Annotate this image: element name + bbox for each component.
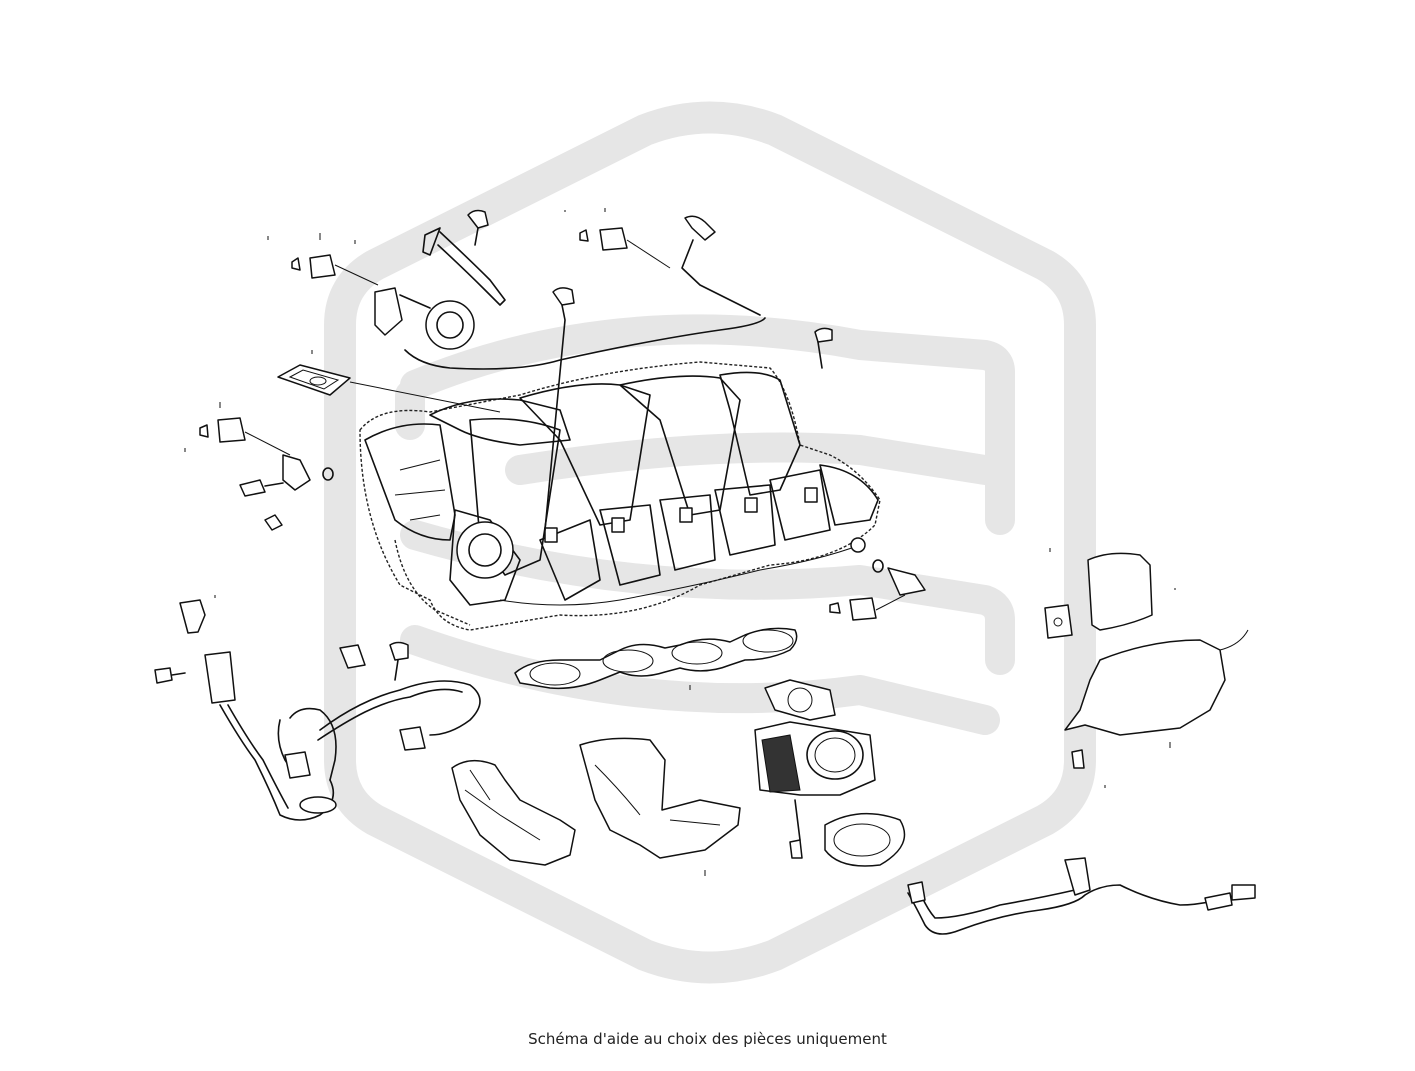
hexagon-logo-watermark	[324, 101, 1096, 984]
callout-ticks	[184, 208, 1176, 876]
manifold-gasket	[514, 627, 798, 690]
connector-top-left	[291, 254, 379, 286]
heat-shield-left	[451, 759, 576, 866]
heat-shield-right	[1064, 629, 1249, 769]
throttle-body	[754, 679, 906, 867]
sensor-right	[829, 559, 926, 621]
bolt-top-center	[467, 209, 833, 531]
cover-plate-right	[1044, 552, 1153, 639]
heat-shield-center	[579, 737, 741, 859]
wiring-harness-left	[154, 599, 481, 821]
coolant-hose	[907, 857, 1256, 935]
disclaimer-caption: Schéma d'aide au choix des pièces unique…	[528, 1030, 887, 1048]
cover-plate-gasket	[277, 364, 501, 413]
sensor-top-right	[579, 215, 761, 316]
vacuum-actuator	[374, 227, 766, 370]
intake-manifold	[359, 361, 881, 631]
sensor-left	[199, 417, 334, 531]
